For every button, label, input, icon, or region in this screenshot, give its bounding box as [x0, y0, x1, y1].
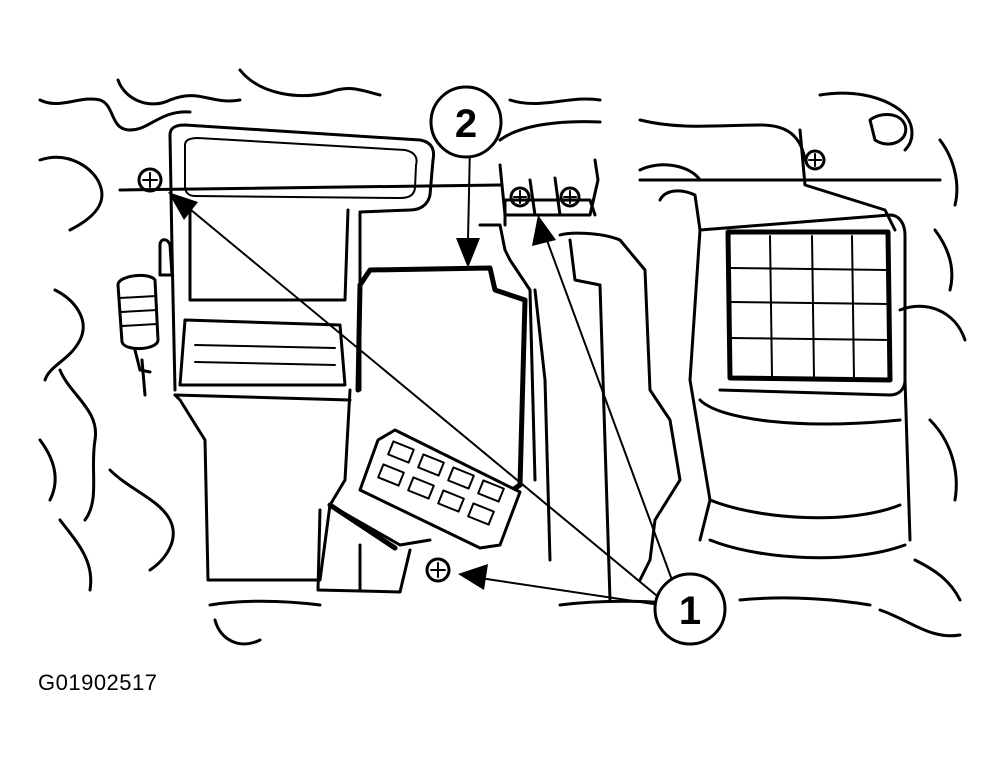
- callout-circle-1: [653, 572, 727, 646]
- arrowhead-to-lower-bolt: [458, 564, 488, 590]
- arrowhead-to-bracket-bolt: [532, 215, 556, 246]
- bolt-top-left: [137, 167, 163, 193]
- arrowhead-to-top-left-bolt: [168, 192, 198, 220]
- mounting-bracket: [498, 158, 600, 217]
- cabin-filter-housing: [658, 128, 912, 560]
- temperature-sensor: [116, 238, 174, 397]
- bolt-lower-center: [425, 557, 451, 583]
- blower-motor-housing: [316, 198, 597, 594]
- center-duct: [533, 231, 682, 602]
- blower-connector: [358, 428, 522, 550]
- arrowhead-callout-2: [456, 238, 480, 268]
- callout-circle-2: [429, 85, 503, 159]
- figure-id-label: G01902517: [38, 670, 158, 695]
- callout-leaders: [168, 144, 673, 606]
- background-outlines: [38, 68, 967, 646]
- callout-2: 2: [429, 85, 503, 159]
- callout-1: 1: [653, 572, 727, 646]
- callout-number-2: 2: [455, 102, 477, 146]
- callout-number-1: 1: [679, 589, 701, 633]
- air-inlet-duct: [168, 123, 436, 582]
